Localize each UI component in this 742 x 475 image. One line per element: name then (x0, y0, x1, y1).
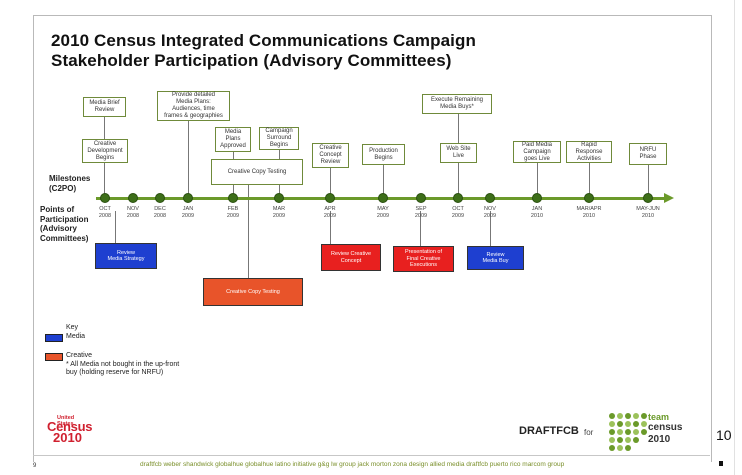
connector (648, 165, 649, 197)
participation-box-creative: Review Creative Concept (321, 244, 381, 271)
timeline-date: OCT 2009 (451, 206, 465, 219)
timeline-dot (325, 193, 335, 203)
milestones-label: Milestones (C2PO) (49, 174, 91, 193)
timeline-date: MAY 2009 (376, 206, 390, 219)
milestone-box: Creative Copy Testing (211, 159, 303, 185)
milestone-box: Media Plans Approved (215, 127, 251, 152)
key-footnote: * All Media not bought in the up-front b… (66, 361, 180, 376)
timeline-dot (155, 193, 165, 203)
draftfcb-for-text: for (584, 428, 594, 437)
timeline-dot (274, 193, 284, 203)
key-media-label: Media (66, 333, 86, 340)
participation-box-media: Review Media Strategy (95, 243, 157, 269)
connector (248, 185, 249, 278)
timeline-date: DEC 2008 (153, 206, 167, 219)
connector (188, 121, 189, 197)
milestone-box: Production Begins (362, 144, 405, 165)
timeline-date: NOV 2009 (483, 206, 497, 219)
timeline-date: JAN 2010 (530, 206, 544, 219)
connector (537, 163, 538, 197)
timeline-dot (643, 193, 653, 203)
points-of-participation-label: Points of Participation (Advisory Commit… (40, 205, 89, 243)
timeline-date: FEB 2009 (226, 206, 240, 219)
connector (330, 211, 331, 244)
page-edge-line (734, 0, 735, 475)
footer-agency-list: draftfcb weber shandwick globalhue globa… (140, 461, 565, 468)
timeline-date: MAY-JUN 2010 (636, 206, 660, 219)
timeline-dot (128, 193, 138, 203)
connector (490, 211, 491, 246)
timeline-dot (378, 193, 388, 203)
slide-frame (33, 15, 712, 462)
milestone-box: Execute Remaining Media Buys* (422, 94, 492, 114)
participation-box-creative: Presentation of Final Creative Execution… (393, 246, 454, 272)
timeline-dot (453, 193, 463, 203)
timeline-date: APR 2009 (323, 206, 337, 219)
footer-divider (33, 455, 710, 456)
timeline-date: MAR 2009 (272, 206, 286, 219)
timeline-date: SEP 2009 (414, 206, 428, 219)
draftfcb-logo: DRAFTFCB (519, 425, 579, 437)
milestone-box: NRFU Phase (629, 143, 667, 165)
timeline-dot (183, 193, 193, 203)
slide-title-line2: Stakeholder Participation (Advisory Comm… (51, 51, 452, 70)
milestone-box: Creative Concept Review (312, 143, 349, 168)
slide-title-line1: 2010 Census Integrated Communications Ca… (51, 31, 476, 50)
timeline-arrow-icon (664, 193, 674, 203)
connector (420, 211, 421, 246)
timeline-dot (416, 193, 426, 203)
timeline-dot (532, 193, 542, 203)
connector (383, 165, 384, 197)
participation-box-media: Review Media Buy (467, 246, 524, 270)
key-title: Key (66, 324, 79, 331)
team-census-2010-logo: team census 2010 (608, 412, 682, 457)
timeline-date: JAN 2009 (181, 206, 195, 219)
milestone-box: Creative Development Begins (82, 139, 128, 163)
timeline-date: MAR/APR 2010 (576, 206, 602, 219)
corner-mark (719, 461, 723, 466)
slide-number: 9 (33, 463, 37, 469)
page-number: 10 (716, 427, 732, 443)
connector (104, 163, 105, 199)
timeline-date: OCT 2008 (98, 206, 112, 219)
milestone-box: Paid Media Campaign goes Live (513, 141, 561, 163)
key-media-swatch (45, 334, 63, 342)
milestone-box: Campaign Surround Begins (259, 127, 299, 150)
connector (589, 163, 590, 197)
timeline-date: NOV 2008 (126, 206, 140, 219)
milestone-box: Rapid Response Activities (566, 141, 612, 163)
dot-grid-icon (609, 413, 647, 451)
connector (330, 168, 331, 197)
timeline-dot (228, 193, 238, 203)
key-creative-label: Creative (66, 352, 93, 359)
milestone-box: Media Brief Review (83, 97, 126, 117)
timeline-dot (485, 193, 495, 203)
milestone-box: Web Site Live (440, 143, 477, 163)
connector (104, 117, 105, 139)
key-creative-swatch (45, 353, 63, 361)
participation-box-creative: Creative Copy Testing (203, 278, 303, 306)
milestone-box: Provide detailed Media Plans: Audiences,… (157, 91, 230, 121)
timeline-dot (584, 193, 594, 203)
connector (115, 211, 116, 243)
timeline-dot (100, 193, 110, 203)
